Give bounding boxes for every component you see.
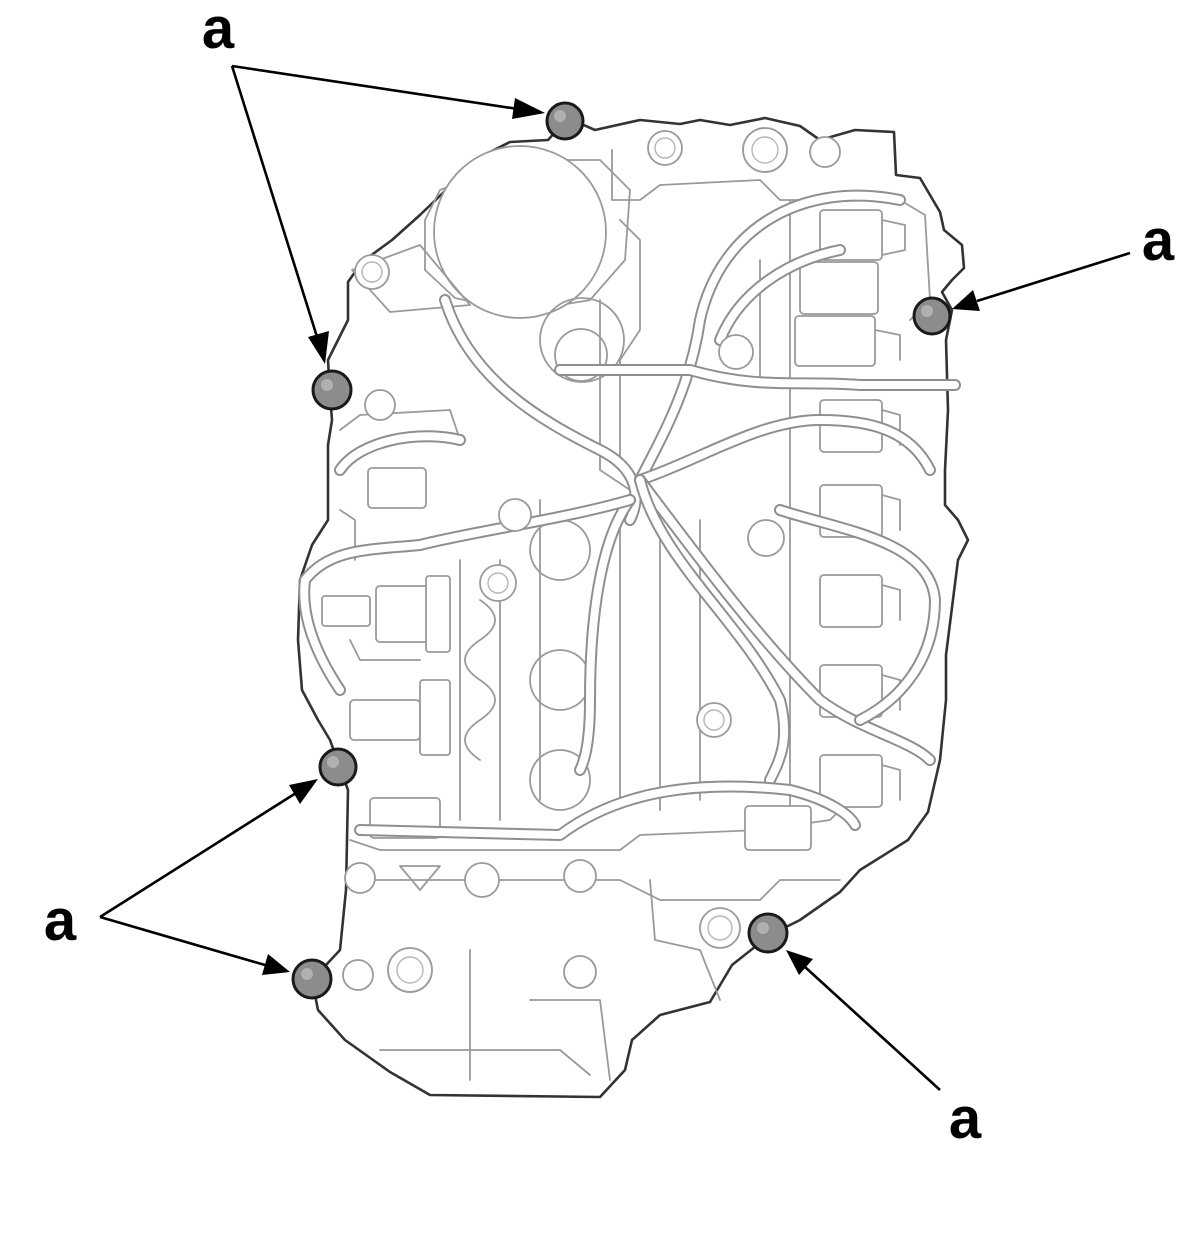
leader-lines bbox=[99, 64, 1131, 1091]
left-solenoids bbox=[321, 467, 812, 851]
callout-label-top-left: a bbox=[202, 0, 235, 61]
accumulator-housing bbox=[351, 145, 631, 319]
bolt-left-lower bbox=[291, 958, 333, 1000]
bolt-bottom-right bbox=[747, 912, 789, 954]
highlighted-bolts bbox=[291, 101, 952, 1000]
bolt-left-upper bbox=[311, 369, 353, 411]
callout-label-bottom-right: a bbox=[949, 1086, 982, 1151]
callout-label-right: a bbox=[1142, 208, 1175, 273]
bolt-bosses bbox=[342, 127, 841, 993]
wiring-harness bbox=[298, 189, 961, 841]
bolt-top bbox=[545, 101, 585, 141]
bolt-right bbox=[912, 296, 952, 336]
valve-bores bbox=[459, 297, 701, 821]
callout-label-bottom-left: a bbox=[44, 888, 77, 953]
bolt-left-middle bbox=[318, 747, 358, 787]
